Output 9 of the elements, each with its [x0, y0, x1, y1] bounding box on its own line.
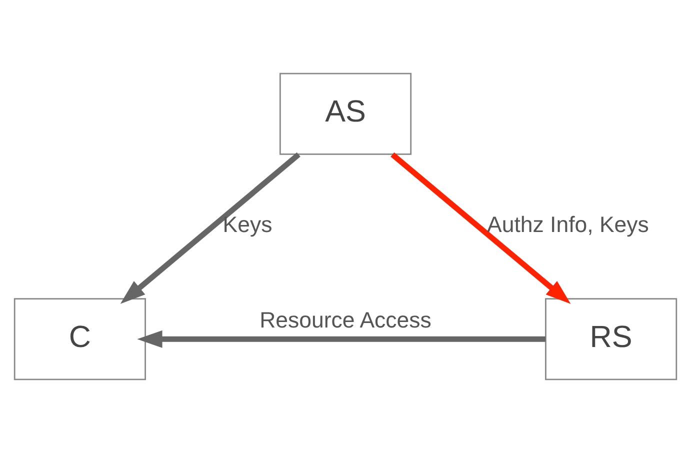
arrow — [137, 330, 546, 348]
edge-label: Authz Info, Keys — [487, 212, 649, 237]
node-box: RS — [545, 298, 678, 380]
edge-label: Keys — [222, 212, 272, 237]
arrow — [390, 152, 571, 304]
node-box: C — [14, 298, 146, 380]
arrow — [120, 152, 300, 304]
edge-label: Resource Access — [260, 308, 432, 333]
node-box: AS — [279, 72, 412, 155]
